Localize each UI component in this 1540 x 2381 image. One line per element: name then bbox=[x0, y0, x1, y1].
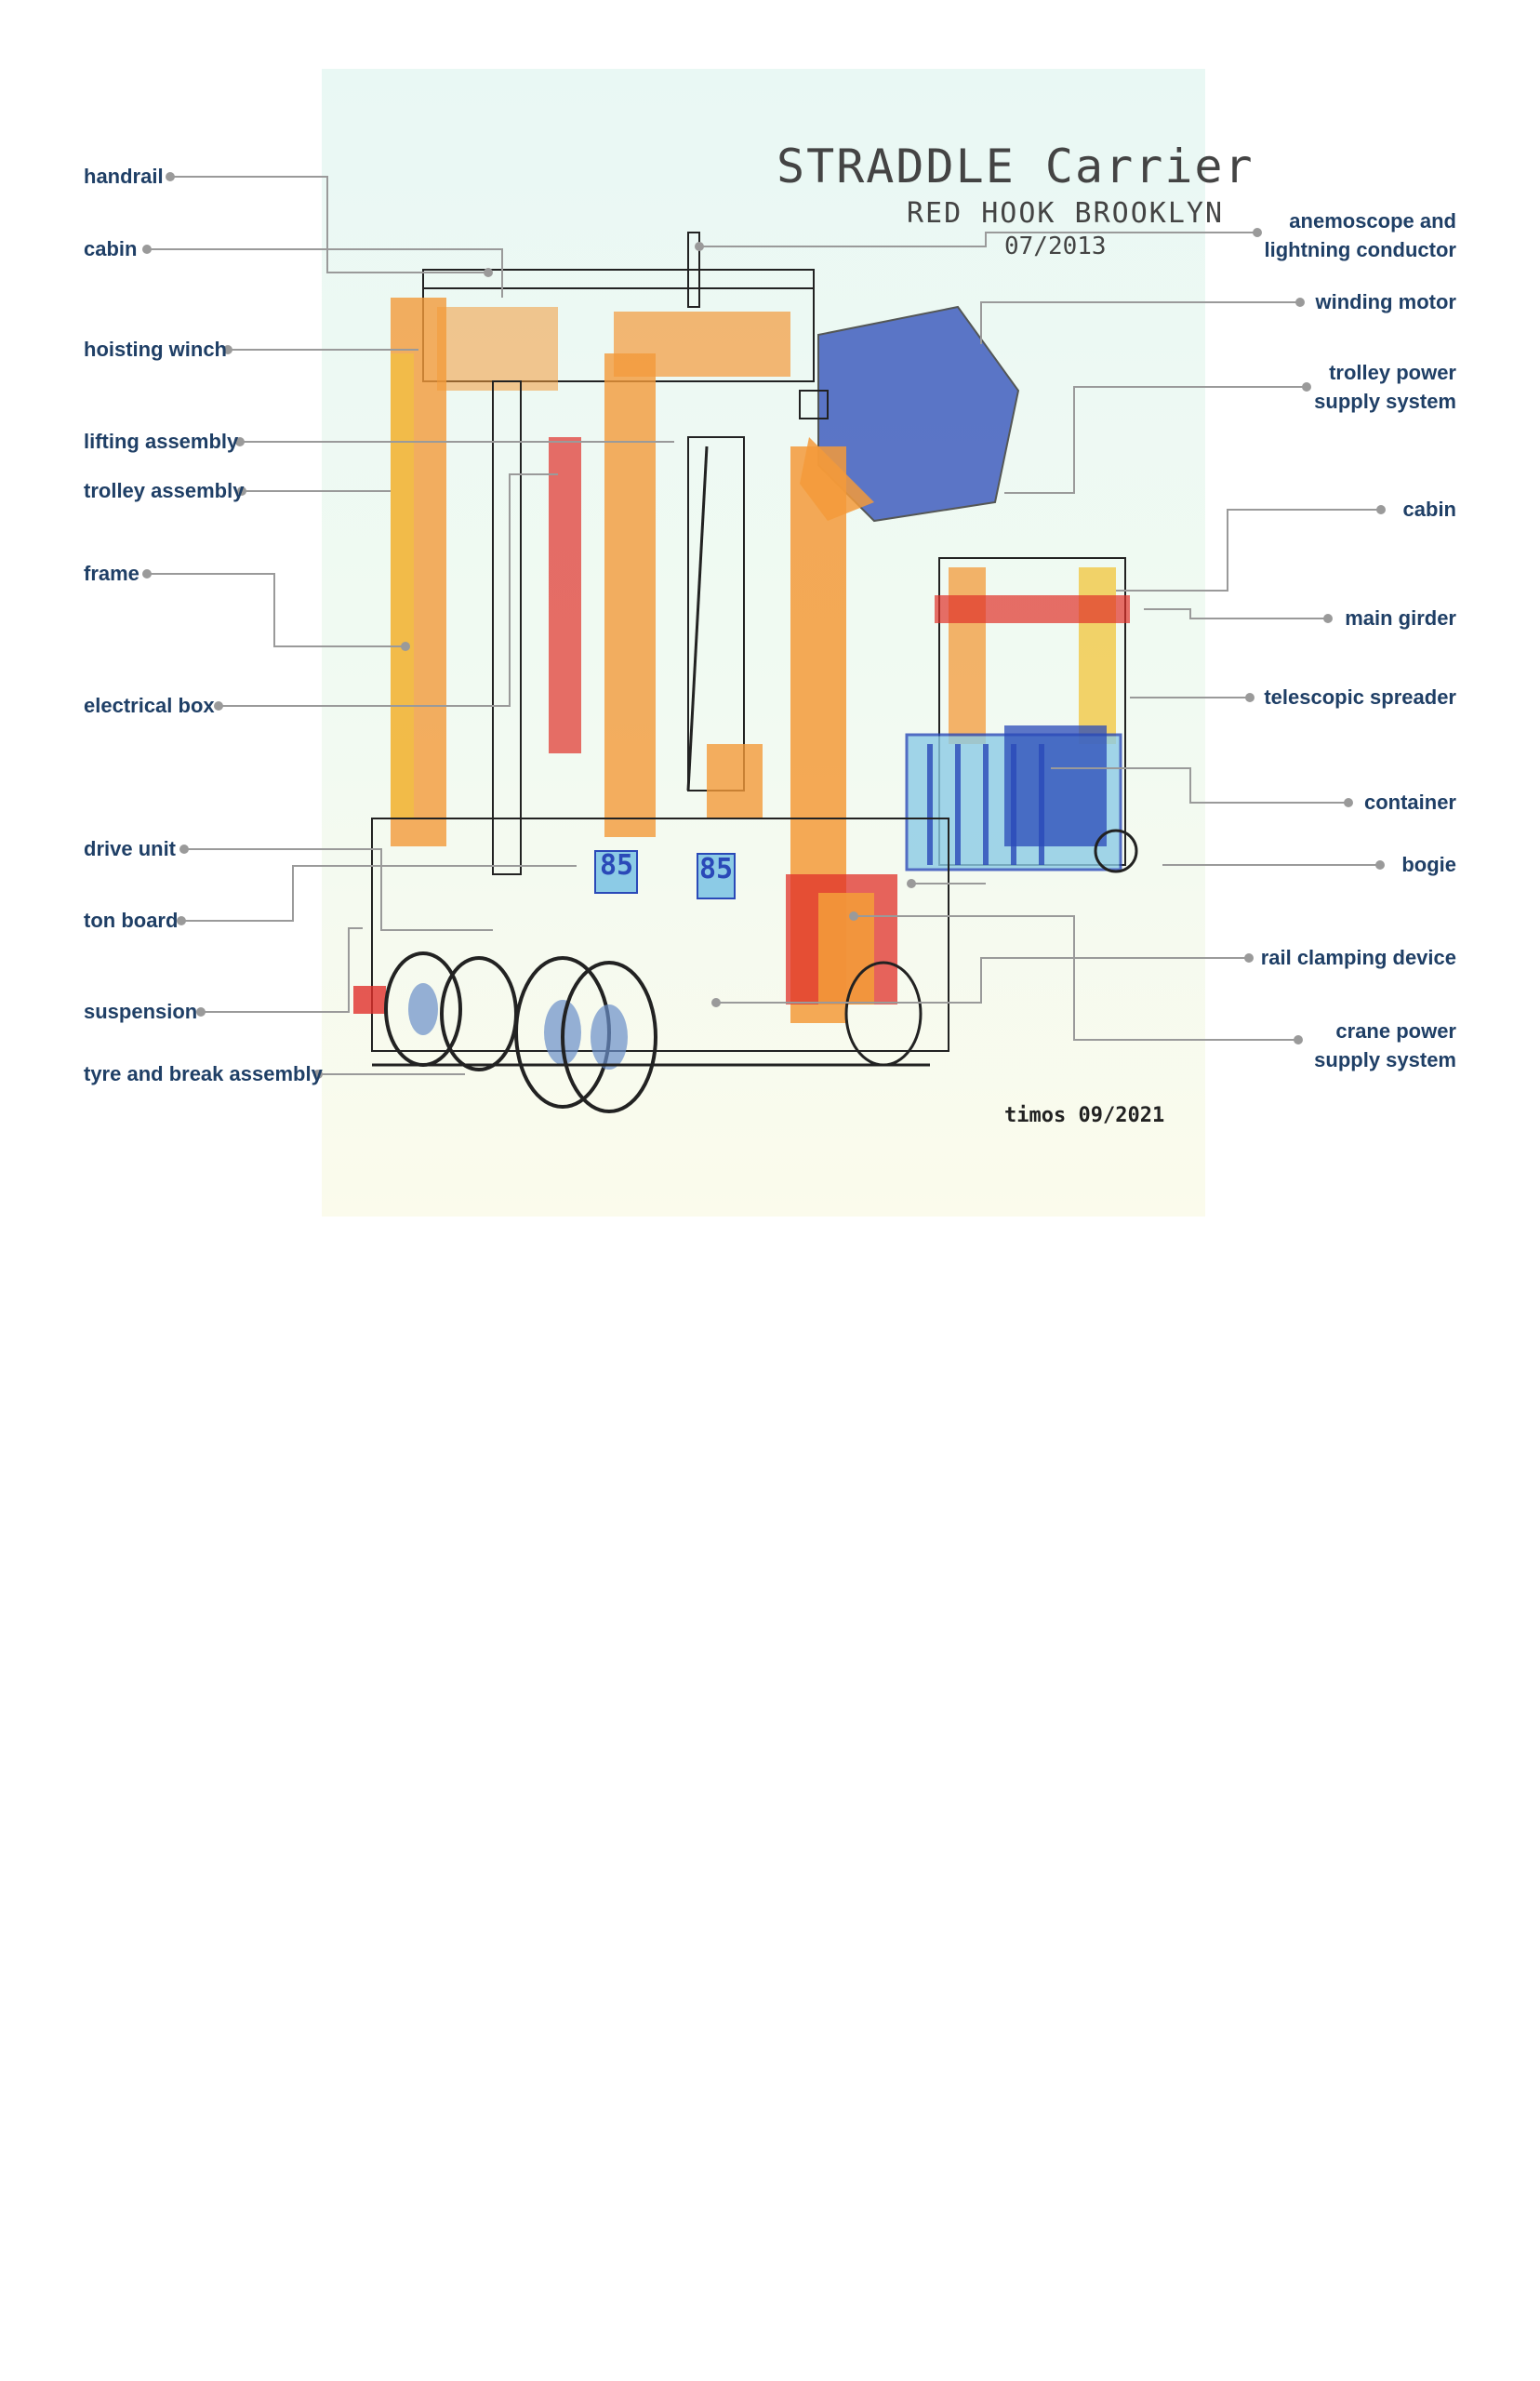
label-rail-clamping-device: rail clamping device bbox=[1261, 943, 1456, 972]
label-frame: frame bbox=[84, 562, 139, 585]
label-container: container bbox=[1364, 788, 1456, 817]
leader-lines-left bbox=[147, 176, 674, 1075]
leader-dots-right bbox=[695, 228, 1386, 1044]
label-line: anemoscope and bbox=[1289, 209, 1456, 233]
label-electrical-box: electrical box bbox=[84, 694, 215, 717]
label-line: winding motor bbox=[1315, 290, 1456, 313]
unit-number-badge: 85 bbox=[600, 849, 634, 882]
label-line: telescopic spreader bbox=[1264, 685, 1456, 709]
label-ton-board: ton board bbox=[84, 909, 179, 932]
rear-carrier-sketch bbox=[905, 557, 1138, 873]
label-trolley-assembly: trolley assembly bbox=[84, 479, 245, 502]
label-anemoscope-and-lightning-conductor: anemoscope and lightning conductor bbox=[1264, 206, 1456, 264]
label-trolley-power-supply-system: trolley power supply system bbox=[1314, 358, 1456, 416]
label-line: bogie bbox=[1401, 853, 1456, 876]
label-winding-motor: winding motor bbox=[1315, 287, 1456, 316]
label-lifting-assembly: lifting assembly bbox=[84, 430, 239, 453]
main-carrier-sketch bbox=[353, 232, 1020, 1113]
label-telescopic-spreader: telescopic spreader bbox=[1264, 683, 1456, 712]
label-crane-power-supply-system: crane power supply system bbox=[1314, 1017, 1456, 1074]
label-line: trolley power bbox=[1329, 361, 1456, 384]
leader-dots-left bbox=[142, 172, 493, 1079]
label-line: main girder bbox=[1345, 606, 1456, 630]
sketch-title: STRADDLE Carrier bbox=[777, 140, 1255, 193]
sketch-location: RED HOOK BROOKLYN bbox=[907, 197, 1225, 230]
artist-signature: timos 09/2021 bbox=[1004, 1104, 1165, 1127]
sketch-panel bbox=[322, 69, 1205, 1217]
label-main-girder: main girder bbox=[1345, 604, 1456, 632]
label-line: container bbox=[1363, 791, 1456, 814]
label-line: lightning conductor bbox=[1264, 238, 1456, 261]
label-tyre-and-break-assembly: tyre and break assembly bbox=[84, 1062, 323, 1085]
unit-number-badge: 85 bbox=[699, 853, 734, 885]
label-hoisting-winch: hoisting winch bbox=[84, 338, 227, 361]
label-line: crane power bbox=[1335, 1019, 1456, 1043]
label-bogie: bogie bbox=[1401, 850, 1456, 879]
label-line: rail clamping device bbox=[1260, 946, 1456, 969]
label-handrail: handrail bbox=[84, 165, 164, 188]
label-drive-unit: drive unit bbox=[84, 837, 177, 860]
label-line: cabin bbox=[1402, 498, 1456, 521]
label-line: supply system bbox=[1314, 1048, 1456, 1071]
label-line: supply system bbox=[1314, 390, 1456, 413]
label-cabin-right: cabin bbox=[1403, 495, 1456, 524]
sketch-date: 07/2013 bbox=[1004, 233, 1107, 260]
label-cabin: cabin bbox=[84, 237, 138, 260]
leader-lines-right bbox=[699, 232, 1381, 1041]
label-suspension: suspension bbox=[84, 1000, 198, 1023]
